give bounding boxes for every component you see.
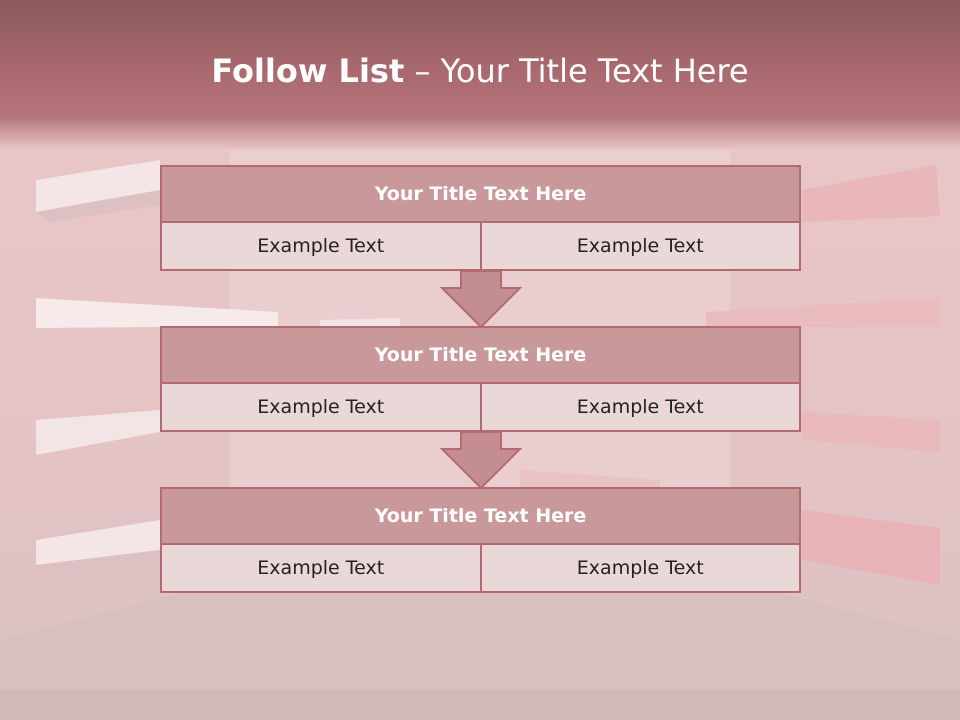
box-cell-left[interactable]: Example Text: [162, 223, 480, 269]
box-title[interactable]: Your Title Text Here: [162, 328, 799, 384]
down-arrow-icon: [440, 432, 522, 490]
box-cell-left[interactable]: Example Text: [162, 545, 480, 591]
down-arrow-icon: [440, 271, 522, 329]
box-cell-left[interactable]: Example Text: [162, 384, 480, 430]
box-cell-right[interactable]: Example Text: [479, 223, 799, 269]
box-title[interactable]: Your Title Text Here: [162, 489, 799, 545]
box-row: Example Text Example Text: [162, 223, 799, 269]
list-box-3: Your Title Text Here Example Text Exampl…: [160, 487, 801, 593]
slide-title-rest: – Your Title Text Here: [414, 52, 749, 90]
box-row: Example Text Example Text: [162, 384, 799, 430]
box-title[interactable]: Your Title Text Here: [162, 167, 799, 223]
slide-title-bold: Follow List: [211, 52, 405, 90]
box-row: Example Text Example Text: [162, 545, 799, 591]
box-cell-right[interactable]: Example Text: [479, 384, 799, 430]
list-box-2: Your Title Text Here Example Text Exampl…: [160, 326, 801, 432]
slide-title: Follow List – Your Title Text Here: [0, 52, 960, 90]
header-band: [0, 0, 960, 150]
box-cell-right[interactable]: Example Text: [479, 545, 799, 591]
list-box-1: Your Title Text Here Example Text Exampl…: [160, 165, 801, 271]
